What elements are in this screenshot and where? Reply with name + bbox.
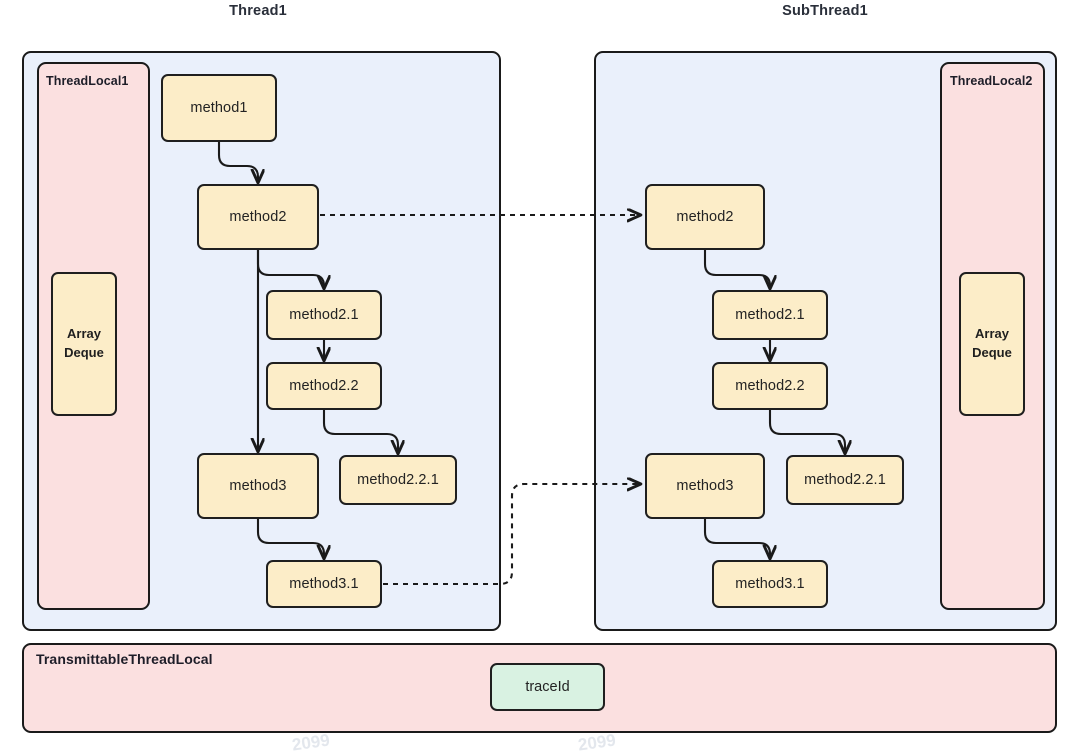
node-subthread1-method3[interactable]: method3 bbox=[645, 453, 765, 519]
traceid-box[interactable]: traceId bbox=[490, 663, 605, 711]
thread1-title: Thread1 bbox=[229, 3, 287, 19]
node-subthread1-method2-1[interactable]: method2.1 bbox=[712, 290, 828, 340]
node-subthread1-method2[interactable]: method2 bbox=[645, 184, 765, 250]
thread1-deque-line1: Array bbox=[67, 326, 101, 342]
threadlocal1-label: ThreadLocal1 bbox=[46, 74, 129, 88]
node-subthread1-method2-2-1[interactable]: method2.2.1 bbox=[786, 455, 904, 505]
watermark-left: 2099 bbox=[290, 730, 331, 755]
thread1-array-deque: Array Deque bbox=[51, 272, 117, 416]
node-thread1-method3-1[interactable]: method3.1 bbox=[266, 560, 382, 608]
node-thread1-method2-2-1[interactable]: method2.2.1 bbox=[339, 455, 457, 505]
subthread1-array-deque: Array Deque bbox=[959, 272, 1025, 416]
subthread1-title: SubThread1 bbox=[782, 3, 868, 19]
node-thread1-method2-2[interactable]: method2.2 bbox=[266, 362, 382, 410]
node-thread1-method2-1[interactable]: method2.1 bbox=[266, 290, 382, 340]
threadlocal2-label: ThreadLocal2 bbox=[950, 74, 1033, 88]
node-thread1-method1[interactable]: method1 bbox=[161, 74, 277, 142]
node-subthread1-method3-1[interactable]: method3.1 bbox=[712, 560, 828, 608]
transmittable-threadlocal-label: TransmittableThreadLocal bbox=[36, 651, 213, 667]
node-subthread1-method2-2[interactable]: method2.2 bbox=[712, 362, 828, 410]
subthread1-deque-line2: Deque bbox=[972, 345, 1012, 360]
thread1-deque-line2: Deque bbox=[64, 345, 104, 360]
watermark-right: 2099 bbox=[576, 730, 617, 755]
node-thread1-method2[interactable]: method2 bbox=[197, 184, 319, 250]
node-thread1-method3[interactable]: method3 bbox=[197, 453, 319, 519]
subthread1-deque-line1: Array bbox=[975, 326, 1009, 342]
